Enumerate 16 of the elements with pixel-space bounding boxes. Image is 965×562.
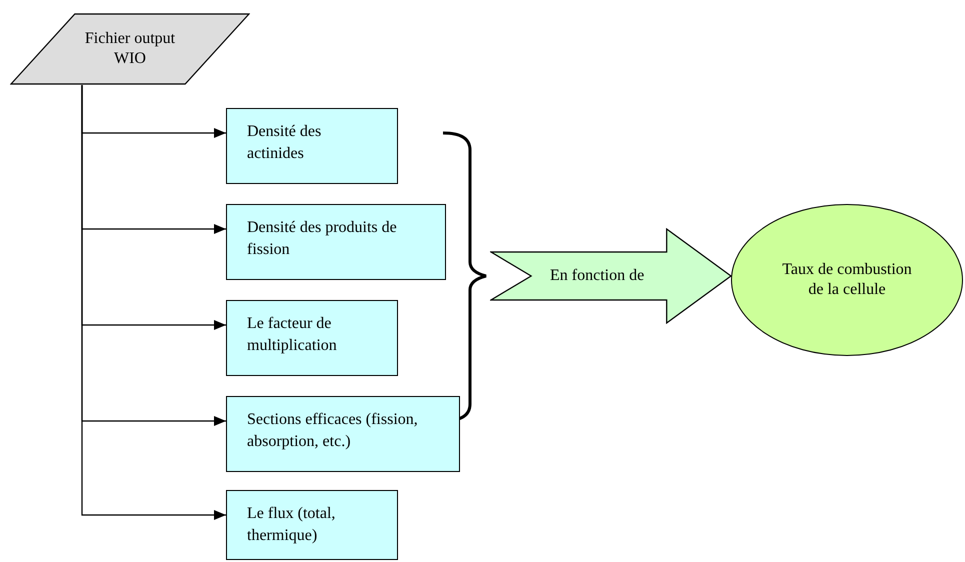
- node-text: Le facteur de multiplication: [247, 314, 338, 356]
- node-text: Taux de combustion de la cellule: [781, 260, 913, 300]
- process-box: [226, 396, 460, 472]
- node-text: En fonction de: [550, 266, 644, 286]
- process-box: [226, 300, 398, 376]
- node-text: Le flux (total, thermique): [247, 504, 336, 546]
- node-text: Sections efficaces (fission, absorption, etc.): [247, 410, 419, 452]
- node-text: Fichier output WIO: [84, 29, 176, 69]
- process-box: [226, 204, 446, 280]
- process-box: [226, 108, 398, 184]
- node-text: Densité des produits de fission: [247, 218, 398, 260]
- chevron-arrow-shape: [490, 228, 732, 324]
- node-text: Densité des actinides: [247, 122, 322, 164]
- connector-arrow: [81, 85, 226, 520]
- data-parallelogram: [10, 13, 250, 85]
- process-box: [226, 490, 398, 560]
